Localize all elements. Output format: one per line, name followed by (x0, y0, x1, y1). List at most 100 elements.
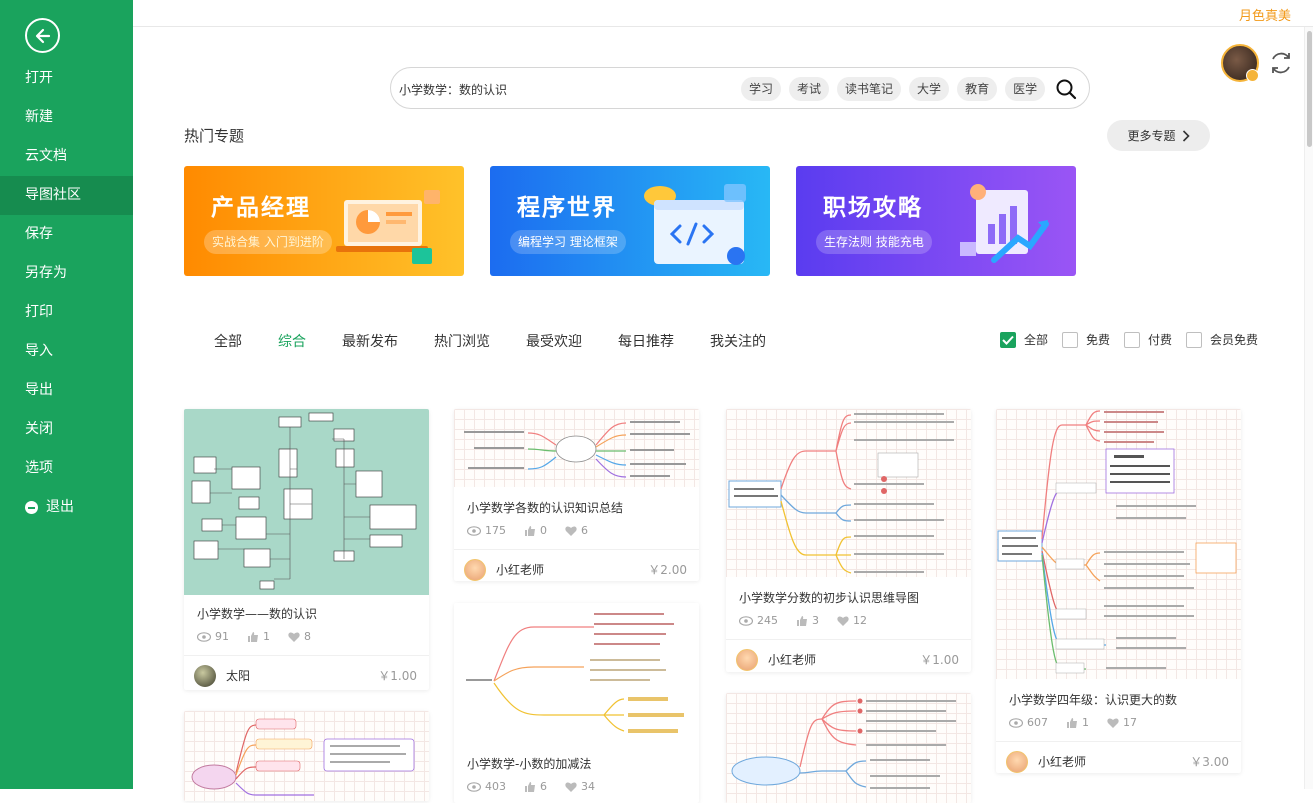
filter-all-checkbox[interactable] (1000, 331, 1016, 348)
map-card[interactable] (184, 711, 429, 801)
eye-icon (1009, 717, 1023, 728)
tag-education[interactable]: 教育 (957, 77, 998, 101)
scrollbar[interactable] (1304, 27, 1313, 789)
tab-comprehensive[interactable]: 综合 (278, 334, 306, 350)
author-avatar[interactable] (736, 648, 758, 671)
map-card[interactable]: 小学数学各数的认识知识总结 175 0 6 小红老师 ￥2.00 (454, 409, 699, 581)
map-card[interactable]: 小学数学分数的初步认识思维导图 245 3 12 小红老师 ￥1.00 (726, 409, 971, 672)
tab-latest[interactable]: 最新发布 (342, 334, 398, 350)
heart-icon[interactable] (1107, 717, 1119, 729)
menu-export[interactable]: 导出 (0, 371, 133, 410)
banner-title: 产品经理 (211, 195, 311, 221)
like-count: 0 (540, 524, 547, 537)
code-window-icon (644, 184, 746, 265)
view-count: 245 (757, 614, 778, 627)
card-stats: 91 1 8 (184, 630, 429, 643)
author-name[interactable]: 小红老师 (1038, 755, 1087, 769)
view-count: 403 (485, 780, 506, 793)
arrow-left-icon (35, 28, 50, 43)
banner-programming-world[interactable]: 程序世界 编程学习 理论框架 (490, 166, 770, 276)
tag-exam[interactable]: 考试 (789, 77, 830, 101)
tab-hot[interactable]: 热门浏览 (434, 334, 490, 350)
menu-print[interactable]: 打印 (0, 293, 133, 332)
tag-reading-notes[interactable]: 读书笔记 (837, 77, 902, 101)
menu-exit[interactable]: 退出 (0, 488, 133, 527)
menu-label: 打印 (25, 304, 53, 320)
menu-label: 打开 (25, 70, 53, 86)
tag-university[interactable]: 大学 (909, 77, 950, 101)
chevron-right-icon (1182, 129, 1190, 142)
map-card[interactable]: 小学数学四年级：认识更大的数 607 1 17 小红老师 ￥3.00 (996, 409, 1241, 773)
eye-icon (467, 525, 481, 536)
map-card[interactable]: 小学数学——数的认识 91 1 8 太阳 ￥1.00 (184, 409, 429, 690)
card-title: 小学数学各数的认识知识总结 (467, 501, 624, 515)
card-stats: 175 0 6 (454, 524, 699, 537)
menu-close[interactable]: 关闭 (0, 410, 133, 449)
tab-popular[interactable]: 最受欢迎 (526, 334, 582, 350)
menu-save-as[interactable]: 另存为 (0, 254, 133, 293)
menu-import[interactable]: 导入 (0, 332, 133, 371)
growth-report-icon (960, 184, 1049, 263)
author-name[interactable]: 小红老师 (768, 653, 817, 667)
tab-daily[interactable]: 每日推荐 (618, 334, 674, 350)
menu-community[interactable]: 导图社区 (0, 176, 133, 215)
search-input[interactable] (399, 78, 719, 100)
menu-label: 云文档 (25, 148, 67, 164)
menu-cloud-docs[interactable]: 云文档 (0, 137, 133, 176)
banner-workplace-guide[interactable]: 职场攻略 生存法则 技能充电 (796, 166, 1076, 276)
mindmap-preview-image (466, 613, 684, 733)
menu-label: 新建 (25, 109, 53, 125)
thumbs-up-icon[interactable] (1066, 717, 1078, 729)
filter-paid-checkbox[interactable] (1124, 331, 1141, 348)
menu-label: 选项 (25, 460, 53, 476)
thumbs-up-icon[interactable] (796, 615, 808, 627)
search-icon[interactable] (1055, 78, 1077, 100)
menu-label: 退出 (46, 499, 74, 515)
vip-badge-icon (1246, 69, 1259, 82)
eye-icon (197, 631, 211, 642)
like-count: 1 (263, 630, 270, 643)
author-avatar[interactable] (194, 664, 216, 687)
thumbs-up-icon[interactable] (524, 525, 536, 537)
author-avatar[interactable] (464, 558, 486, 581)
menu-label: 关闭 (25, 421, 53, 437)
map-card[interactable] (726, 693, 971, 803)
thumbs-up-icon[interactable] (524, 781, 536, 793)
menu-open[interactable]: 打开 (0, 59, 133, 98)
filter-free-checkbox[interactable] (1062, 331, 1079, 348)
user-avatar[interactable] (1221, 44, 1259, 82)
heart-icon[interactable] (837, 615, 849, 627)
banner-product-manager[interactable]: 产品经理 实战合集 入门到进阶 (184, 166, 464, 276)
refresh-icon[interactable] (1268, 50, 1294, 76)
scroll-thumb[interactable] (1307, 31, 1312, 147)
heart-icon[interactable] (565, 525, 577, 537)
map-card[interactable]: 小学数学-小数的加减法 403 6 34 (454, 603, 699, 803)
author-avatar[interactable] (1006, 750, 1028, 773)
filter-member-free-checkbox[interactable] (1186, 331, 1203, 348)
heart-icon[interactable] (565, 781, 577, 793)
back-button[interactable] (25, 18, 60, 53)
like-count: 6 (540, 780, 547, 793)
map-thumbnail (726, 693, 971, 803)
menu-options[interactable]: 选项 (0, 449, 133, 488)
view-count: 175 (485, 524, 506, 537)
price-label: ￥3.00 (1190, 755, 1229, 769)
tag-medicine[interactable]: 医学 (1005, 77, 1046, 101)
more-topics-label: 更多专题 (1127, 129, 1176, 143)
heart-icon[interactable] (288, 631, 300, 643)
tab-all[interactable]: 全部 (214, 334, 242, 350)
menu-save[interactable]: 保存 (0, 215, 133, 254)
card-footer: 小红老师 ￥3.00 (996, 741, 1241, 773)
eye-icon (467, 781, 481, 792)
author-name[interactable]: 小红老师 (496, 563, 545, 577)
banner-subtitle: 生存法则 技能充电 (816, 230, 932, 254)
tab-following[interactable]: 我关注的 (710, 334, 766, 350)
thumbs-up-icon[interactable] (247, 631, 259, 643)
more-topics-button[interactable]: 更多专题 (1107, 120, 1210, 151)
author-name[interactable]: 太阳 (226, 669, 251, 683)
banner-title: 程序世界 (517, 195, 617, 221)
username-link[interactable]: 月色真美 (1238, 9, 1291, 24)
tag-study[interactable]: 学习 (741, 77, 782, 101)
menu-label: 导出 (25, 382, 53, 398)
menu-new[interactable]: 新建 (0, 98, 133, 137)
